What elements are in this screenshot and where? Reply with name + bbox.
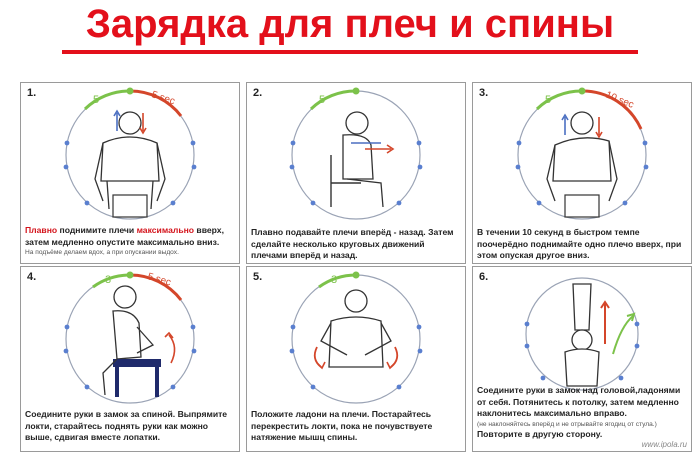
step-3-illustration: 5 10 sec bbox=[515, 87, 649, 220]
step-3-count: 5 bbox=[545, 94, 551, 106]
step-1-number: 1. bbox=[27, 87, 37, 99]
step-5-caption: Положите ладони на плечи. Постарайтесь п… bbox=[251, 409, 433, 442]
step-1-caption-line-2: затем медленно опустите максимально вниз… bbox=[25, 236, 220, 247]
step-6-card: 6. Соедините руки в замок над головой,ла… bbox=[472, 266, 692, 452]
watermark: www.ipola.ru bbox=[641, 440, 687, 449]
step-1-caption-part: поднимите плечи bbox=[57, 225, 137, 235]
page-title: Зарядка для плеч и спины bbox=[85, 2, 615, 46]
exercise-grid: 1. 5 5 sec Плавно поднимите плечи максим… bbox=[20, 82, 696, 454]
step-1-seconds: 5 sec bbox=[150, 89, 176, 107]
step-5-card: 5. 3 Положите ладони на плечи. Постарайт… bbox=[246, 266, 466, 452]
step-4-count: 3 bbox=[105, 274, 111, 286]
step-6-number: 6. bbox=[479, 271, 489, 283]
step-4-card: 4. 3 5 sec Соедините руки в замок за спи… bbox=[20, 266, 240, 452]
step-6-caption-repeat: Повторите в другую сторону. bbox=[477, 428, 603, 439]
step-4-caption: Соедините руки в замок за спиной. Выпрям… bbox=[25, 409, 228, 442]
step-1-caption-emphasis: Плавно bbox=[25, 225, 58, 235]
step-5-illustration: 3 bbox=[289, 271, 423, 404]
step-1-caption-emphasis-2: максимально bbox=[136, 225, 195, 235]
step-3-seconds: 10 sec bbox=[604, 90, 635, 111]
step-2-card: 2. 5 Плавно подавайте плечи вперёд - наз… bbox=[246, 82, 466, 264]
step-1-caption: Плавно поднимите плечи максимально вверх… bbox=[25, 225, 235, 257]
step-1-note: На подъёме делаем вдох, а при опускании … bbox=[25, 249, 179, 256]
step-2-count: 5 bbox=[319, 94, 325, 106]
step-4-number: 4. bbox=[27, 271, 37, 283]
step-2-number: 2. bbox=[253, 87, 263, 99]
step-6-caption: Соедините руки в замок над головой,ладон… bbox=[477, 385, 687, 440]
step-3-card: 3. 5 10 sec В течении 10 секунд в быстро… bbox=[472, 82, 692, 264]
step-3-caption: В течении 10 секунд в быстром темпе пооч… bbox=[477, 227, 682, 260]
step-4-illustration: 3 5 sec bbox=[63, 271, 197, 404]
step-1-count: 5 bbox=[93, 94, 99, 106]
step-4-seconds: 5 sec bbox=[146, 271, 172, 288]
step-2-illustration: 5 bbox=[289, 87, 423, 220]
step-1-card: 1. 5 5 sec Плавно поднимите плечи максим… bbox=[20, 82, 240, 264]
step-6-caption-main: Соедините руки в замок над головой,ладон… bbox=[477, 385, 681, 418]
step-2-caption: Плавно подавайте плечи вперёд - назад. З… bbox=[251, 227, 454, 260]
step-6-note: (не наклоняйтесь вперёд и не отрывайте я… bbox=[477, 420, 657, 428]
step-6-illustration bbox=[524, 277, 640, 391]
step-5-count: 3 bbox=[331, 274, 337, 286]
step-1-caption-part-2: вверх, bbox=[194, 225, 224, 235]
step-3-number: 3. bbox=[479, 87, 489, 99]
step-1-illustration: 5 5 sec bbox=[63, 87, 197, 220]
title-underline bbox=[62, 50, 638, 54]
step-5-number: 5. bbox=[253, 271, 263, 283]
